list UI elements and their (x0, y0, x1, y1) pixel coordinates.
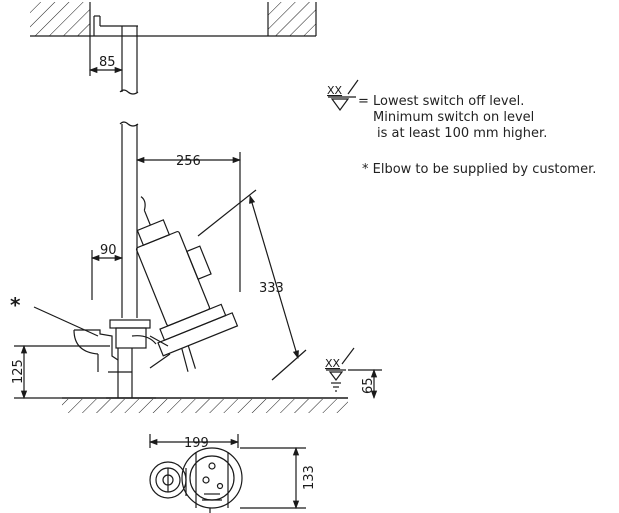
legend-level-symbol (328, 79, 359, 112)
dim-label-333: 333 (259, 281, 284, 296)
upper-guide-pipe (93, 15, 139, 95)
dimension-90 (90, 250, 124, 300)
dim-label-199: 199 (184, 436, 209, 451)
water-level-symbol (326, 347, 355, 392)
dimension-125 (14, 344, 110, 400)
elbow-note: * Elbow to be supplied by customer. (362, 162, 597, 177)
elbow-coupling (73, 319, 171, 399)
legend-line-3: is at least 100 mm higher. (377, 126, 548, 141)
pump-body (135, 196, 239, 372)
dim-label-133: 133 (302, 465, 317, 490)
dim-label-125: 125 (11, 359, 26, 384)
dimension-65 (348, 368, 382, 400)
dimension-85 (88, 36, 124, 76)
dimension-333 (197, 189, 307, 381)
asterisk-mark: * (10, 293, 21, 317)
dim-label-85: 85 (99, 55, 116, 70)
floor (62, 397, 348, 413)
elbow-leader (33, 306, 99, 337)
dim-label-256: 256 (176, 154, 201, 169)
ceiling-slab (30, 2, 317, 37)
dimension-256 (135, 152, 242, 292)
legend-line-1: = Lowest switch off level. (358, 94, 525, 109)
legend-line-2: Minimum switch on level (373, 110, 535, 125)
level-code: XX (325, 357, 341, 370)
legend-level-code: XX (327, 84, 343, 97)
plan-view (148, 434, 306, 513)
dim-label-90: 90 (100, 243, 117, 258)
lower-guide-pipe (119, 121, 139, 318)
dim-label-65: 65 (361, 377, 376, 394)
